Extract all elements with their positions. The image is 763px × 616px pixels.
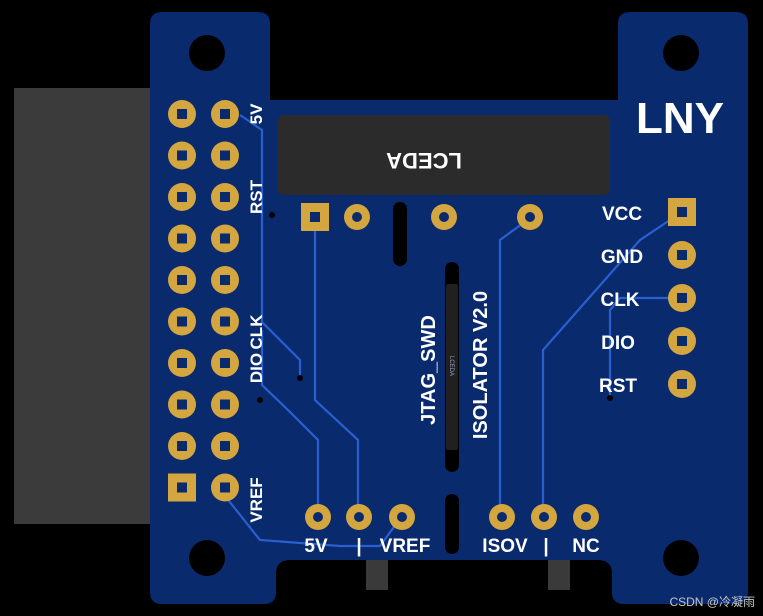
pad-hole [177, 275, 187, 285]
module-marking: LCEDA [386, 148, 462, 173]
top-row-pads [301, 203, 543, 231]
watermark: CSDN @冷凝雨 [669, 595, 755, 609]
trace [541, 211, 683, 516]
left-label-dio: DIO [247, 353, 266, 383]
pad-hole [220, 150, 230, 161]
isolator-module-body [278, 115, 610, 195]
bottom-label-sep: | [356, 536, 361, 557]
via [269, 212, 275, 218]
right-header-pads [668, 198, 696, 398]
bottom-label-nc: NC [572, 536, 600, 557]
board-title-line1: JTAG_SWD [418, 315, 440, 425]
pad-hole [177, 399, 187, 410]
trace [313, 218, 360, 516]
right-label-gnd: GND [601, 247, 643, 268]
right-label-rst: RST [599, 376, 637, 397]
pad-hole [310, 212, 320, 222]
pad-hole [352, 212, 362, 222]
ic-marking: LCEDA [448, 356, 454, 376]
pad-hole [354, 512, 364, 522]
mounting-hole [189, 35, 225, 71]
pad-hole [497, 512, 507, 522]
bottom-connector [366, 560, 388, 590]
isolator-ic [446, 284, 458, 450]
pad-hole [177, 192, 187, 202]
trace [498, 217, 531, 516]
bottom-label-isov: ISOV [482, 536, 528, 557]
via [297, 375, 303, 381]
left-label-clk: CLK [247, 314, 266, 350]
via [607, 395, 613, 401]
vias [257, 212, 613, 403]
board-slot [445, 494, 459, 554]
pad-hole [581, 512, 591, 522]
trace [239, 114, 302, 378]
trace [224, 495, 403, 548]
pad-hole [220, 358, 230, 368]
pad-hole [677, 293, 687, 303]
pad-hole [677, 336, 687, 346]
trace [260, 330, 320, 516]
pad-hole [177, 109, 187, 119]
bottom-label-5v: 5V [304, 536, 328, 557]
pad-hole [220, 275, 230, 285]
brand-logo-text: LNY [636, 94, 724, 143]
via [257, 397, 263, 403]
pad-hole [177, 316, 187, 327]
pad-hole [177, 358, 187, 368]
bottom-row-pads [305, 504, 599, 530]
pad-hole [220, 399, 230, 410]
right-label-clk: CLK [600, 290, 639, 311]
pad-hole [677, 379, 687, 389]
right-label-dio: DIO [601, 333, 635, 354]
bottom-label-sep: | [543, 536, 548, 557]
pad-hole [313, 512, 323, 522]
pad-hole [220, 109, 230, 119]
bottom-label-vref: VREF [380, 536, 431, 557]
left-label-5v: 5V [247, 103, 266, 124]
pad-hole [220, 233, 230, 244]
pad-hole [177, 482, 187, 493]
pad-hole [677, 250, 687, 260]
pad-hole [177, 150, 187, 161]
pad-hole [439, 212, 449, 222]
pad-hole [220, 482, 230, 493]
pad-hole [220, 441, 230, 451]
pad-hole [677, 207, 687, 217]
pad-hole [177, 441, 187, 451]
pad-hole [525, 212, 535, 222]
bottom-connector [548, 560, 570, 590]
left-label-vref: VREF [247, 477, 266, 522]
left-header-pads [168, 100, 239, 502]
pad-hole [397, 512, 407, 522]
pad-hole [539, 512, 549, 522]
trace [608, 296, 682, 398]
board-title-line2: ISOLATOR V2.0 [470, 291, 492, 439]
right-label-vcc: VCC [602, 204, 642, 225]
mounting-hole [663, 35, 699, 71]
mounting-hole [663, 540, 699, 576]
left-label-rst: RST [247, 179, 266, 214]
pad-hole [220, 316, 230, 327]
board-slot [393, 202, 407, 266]
mounting-holes [189, 35, 699, 576]
pad-hole [220, 192, 230, 202]
copper-traces [224, 114, 683, 548]
mounting-hole [189, 540, 225, 576]
idc-connector-body [14, 88, 154, 524]
pad-hole [177, 233, 187, 244]
